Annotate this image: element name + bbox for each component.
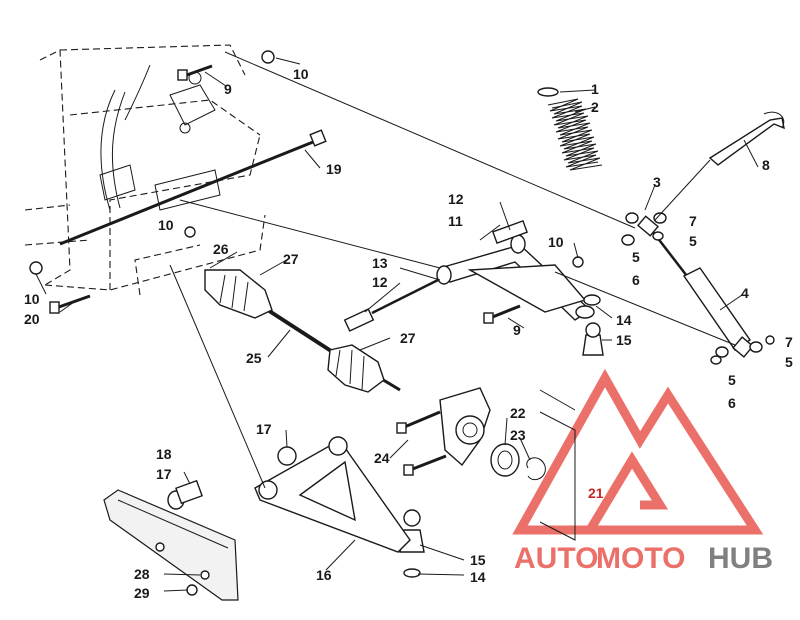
callout-25: 25 [246, 350, 262, 366]
spanner-wrench-8 [708, 111, 785, 166]
callout-12-a: 12 [448, 191, 464, 207]
callout-10-b: 10 [158, 217, 174, 233]
callout-23: 23 [510, 427, 526, 443]
callout-22: 22 [510, 405, 526, 421]
bracket-21 [539, 411, 576, 541]
callout-9-b: 9 [513, 322, 521, 338]
snap-ring-23 [526, 457, 546, 481]
skid-plate-28 [103, 489, 239, 601]
callout-20: 20 [24, 311, 40, 327]
callout-1: 1 [591, 81, 599, 97]
callout-13: 13 [372, 255, 388, 271]
callout-8: 8 [762, 157, 770, 173]
callout-18: 18 [156, 446, 172, 462]
frame-dashed [24, 44, 266, 296]
fasteners [29, 50, 584, 476]
shock-absorber-4 [621, 212, 775, 365]
callout-17-a: 17 [256, 421, 272, 437]
callout-16: 16 [316, 567, 332, 583]
wheel-bearing-22 [490, 443, 520, 477]
callout-7-a: 7 [689, 213, 697, 229]
watermark-logo [512, 368, 764, 535]
callout-5-b: 5 [632, 249, 640, 265]
callout-28: 28 [134, 566, 150, 582]
callout-5-d: 5 [728, 372, 736, 388]
cv-boot-27-outer [327, 344, 385, 393]
callout-12-b: 12 [372, 274, 388, 290]
callout-14-a: 14 [616, 312, 632, 328]
automotohub-watermark: AUTO MOTO HUB [512, 368, 773, 575]
callout-5-a: 5 [689, 233, 697, 249]
callout-19: 19 [326, 161, 342, 177]
watermark-text-auto: AUTO [514, 542, 598, 575]
steering-knuckle [439, 387, 491, 467]
callout-labels: 1 2 3 4 5 5 5 5 6 6 7 7 8 9 9 10 10 10 1… [24, 66, 793, 601]
callout-10-d: 10 [548, 234, 564, 250]
callout-6-b: 6 [728, 395, 736, 411]
callout-9-a: 9 [224, 81, 232, 97]
callout-15-a: 15 [616, 332, 632, 348]
callout-27-a: 27 [283, 251, 299, 267]
ball-joint-15-upper [582, 294, 604, 356]
callout-10-a: 10 [293, 66, 309, 82]
callout-27-b: 27 [400, 330, 416, 346]
callout-26: 26 [213, 241, 229, 257]
watermark-text-hub: HUB [708, 542, 773, 575]
callout-14-b: 14 [470, 569, 486, 585]
watermark-text-moto: MOTO [596, 542, 685, 575]
callout-7-b: 7 [785, 334, 793, 350]
callout-5-c: 5 [785, 354, 793, 370]
callout-6-a: 6 [632, 272, 640, 288]
callout-21: 21 [588, 485, 604, 501]
callout-24: 24 [374, 450, 390, 466]
upper-a-arm-11 [436, 219, 595, 321]
callout-29: 29 [134, 585, 150, 601]
lower-a-arm-16 [254, 436, 411, 553]
bushing-17-18 [167, 446, 297, 510]
cv-boot-27-inner [204, 269, 273, 319]
callout-10-c: 10 [24, 291, 40, 307]
callout-15-b: 15 [470, 552, 486, 568]
callout-17-b: 17 [156, 466, 172, 482]
callout-3: 3 [653, 174, 661, 190]
leader-lines [35, 51, 759, 592]
long-bolt-19 [59, 129, 327, 246]
callout-11: 11 [448, 213, 463, 229]
bushing-12-13 [343, 278, 439, 332]
callout-4: 4 [741, 285, 749, 301]
callout-2: 2 [591, 99, 599, 115]
